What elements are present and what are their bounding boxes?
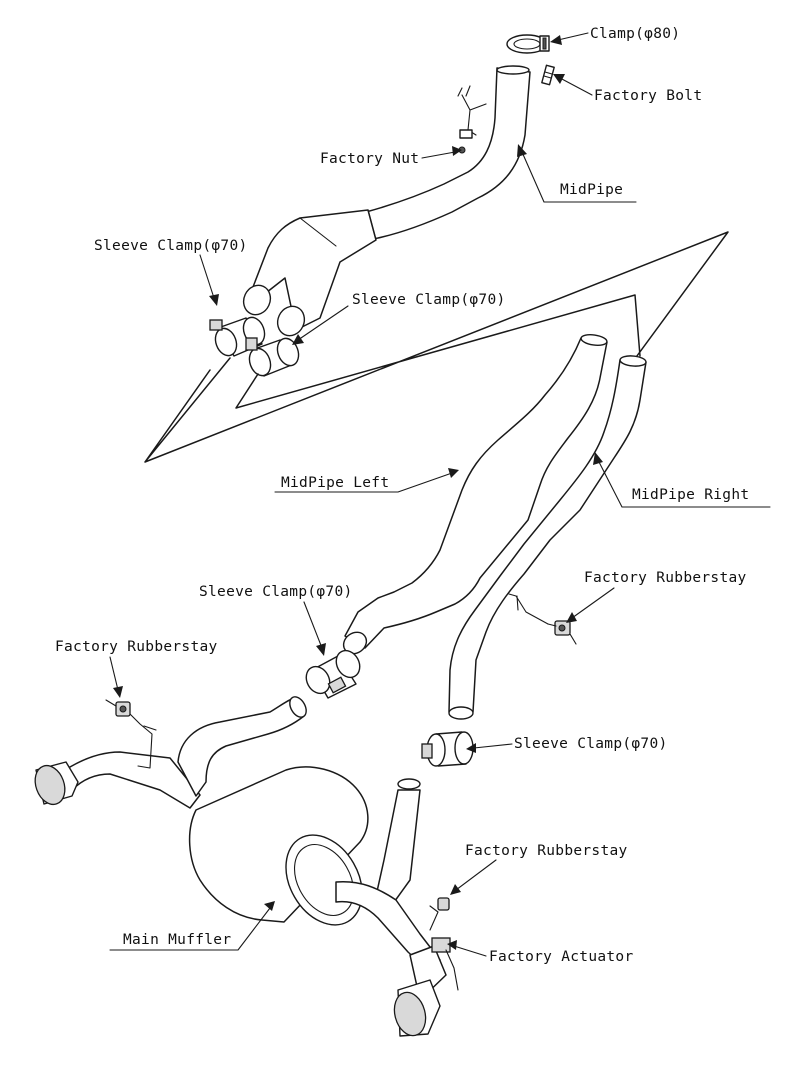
label-sleeve-clamp-2: Sleeve Clamp(φ70) xyxy=(352,292,506,308)
callout-zigzag-frame xyxy=(144,231,729,463)
label-sleeve-clamp-1: Sleeve Clamp(φ70) xyxy=(94,238,248,254)
label-factory-rubberstay-lower: Factory Rubberstay xyxy=(465,843,628,859)
sleeve-clamp-middle-part xyxy=(305,649,361,699)
label-midpipe: MidPipe xyxy=(560,182,623,198)
midpipe-right-part xyxy=(448,355,647,720)
sleeve-clamp-lower-right-part xyxy=(421,731,474,767)
midpipe-left-part xyxy=(342,334,608,655)
label-sleeve-clamp-3: Sleeve Clamp(φ70) xyxy=(199,584,353,600)
label-factory-nut: Factory Nut xyxy=(320,151,419,167)
label-factory-bolt: Factory Bolt xyxy=(594,88,702,104)
main-muffler-part xyxy=(34,696,459,1037)
leader-lines xyxy=(109,32,771,957)
label-midpipe-right: MidPipe Right xyxy=(632,487,749,503)
clamp-80-part xyxy=(506,34,550,54)
label-factory-rubberstay-right: Factory Rubberstay xyxy=(584,570,747,586)
midpipe-part xyxy=(242,65,531,337)
factory-rubberstay-left-part xyxy=(105,699,131,717)
label-factory-actuator: Factory Actuator xyxy=(489,949,633,965)
factory-rubberstay-right-part xyxy=(547,620,577,645)
sleeve-clamp-upper-right-part xyxy=(245,337,300,377)
label-sleeve-clamp-4: Sleeve Clamp(φ70) xyxy=(514,736,668,752)
label-midpipe-left: MidPipe Left xyxy=(281,475,389,491)
factory-bolt-part xyxy=(541,64,555,86)
label-main-muffler: Main Muffler xyxy=(123,932,231,948)
label-factory-rubberstay-left: Factory Rubberstay xyxy=(55,639,218,655)
label-clamp-80: Clamp(φ80) xyxy=(590,26,680,42)
